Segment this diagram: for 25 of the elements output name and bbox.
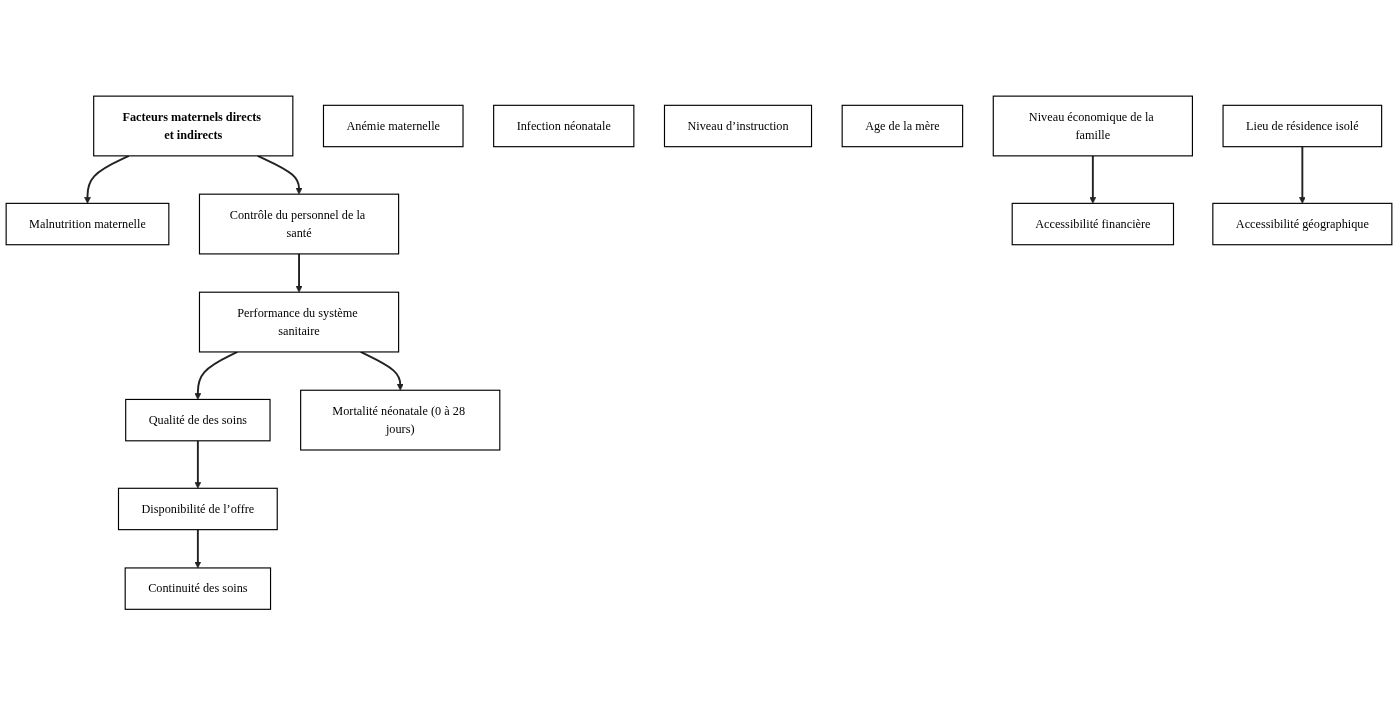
node-box: Anémie maternelle <box>322 104 464 148</box>
arrow <box>194 528 202 569</box>
arrow <box>194 439 202 489</box>
node-box: Qualité de des soins <box>125 398 271 442</box>
arrow <box>194 350 239 400</box>
node-box: Accessibilité financière <box>1011 202 1175 246</box>
arrow <box>84 154 130 204</box>
node-box: Disponibilité de l’offre <box>117 487 278 530</box>
node-box: Lieu de résidence isolé <box>1222 104 1383 148</box>
node-box: Facteurs maternels directs et indirects <box>93 95 294 157</box>
arrow <box>256 154 303 195</box>
node-box: Infection néonatale <box>493 104 635 148</box>
node-box: Performance du système sanitaire <box>198 291 400 353</box>
arrow <box>359 350 404 391</box>
arrow <box>1299 145 1306 204</box>
node-box: Niveau économique de la famille <box>992 95 1193 157</box>
node-box: Accessibilité géographique <box>1212 202 1393 246</box>
arrow <box>1089 154 1097 204</box>
arrow <box>295 252 303 293</box>
node-box: Age de la mère <box>841 104 964 148</box>
node-box: Niveau d’instruction <box>663 104 813 148</box>
node-box: Mortalité néonatale (0 à 28 jours) <box>300 389 501 451</box>
node-box: Malnutrition maternelle <box>5 202 170 246</box>
node-box: Contrôle du personnel de la santé <box>198 193 400 255</box>
node-box: Continuité des soins <box>124 567 272 610</box>
